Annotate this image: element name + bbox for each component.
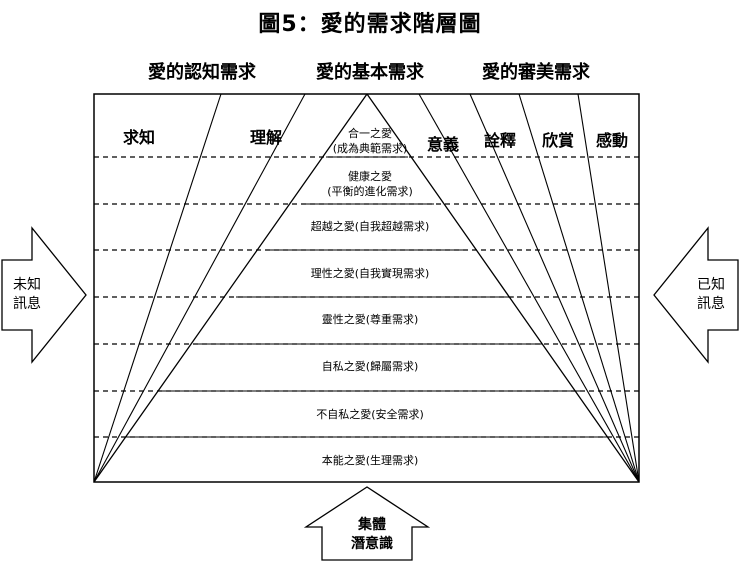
left-arrow-line1: 未知 [13, 277, 41, 293]
left-arrow-line2: 訊息 [13, 296, 41, 312]
level-2-name: 健康之愛 [348, 170, 392, 183]
fan-lines [93, 93, 640, 483]
label-cognitive-needs: 愛的認知需求 [148, 62, 256, 83]
pyramid-level-lines [124, 156, 612, 438]
level-1-name: 合一之愛 [348, 127, 392, 140]
col-label-meaning: 意義 [426, 135, 460, 154]
label-aesthetic-needs: 愛的審美需求 [482, 62, 590, 83]
pyramid-outline [93, 93, 640, 483]
up-arrow-icon [303, 486, 431, 561]
right-arrow-line1: 已知 [697, 277, 725, 293]
bottom-arrow-line2: 潛意識 [351, 536, 393, 552]
level-5-label: 靈性之愛(尊重需求) [321, 313, 419, 326]
label-basic-needs: 愛的基本需求 [316, 62, 424, 83]
level-6-label: 自私之愛(歸屬需求) [321, 360, 419, 373]
diagram-title: 圖5：愛的需求階層圖 [258, 12, 482, 37]
left-arrow-icon [1, 226, 87, 364]
level-8-label: 本能之愛(生理需求) [321, 454, 419, 467]
col-label-interpretation: 詮釋 [483, 131, 517, 150]
level-1-label: 合一之愛 (成為典範需求) [230, 126, 510, 156]
right-arrow-icon [653, 226, 739, 364]
col-label-appreciation: 欣賞 [541, 131, 575, 150]
level-1-need: (成為典範需求) [332, 142, 408, 155]
level-7-label: 不自私之愛(安全需求) [316, 408, 424, 421]
level-3-label: 超越之愛(自我超越需求) [310, 220, 430, 233]
level-4-label: 理性之愛(自我實現需求) [310, 267, 430, 280]
right-arrow-line2: 訊息 [697, 296, 725, 312]
right-arrow-text: 已知 訊息 [688, 276, 734, 314]
col-label-touched: 感動 [595, 131, 629, 150]
bottom-arrow-text: 集體 潛意識 [322, 516, 422, 554]
col-label-seek-knowledge: 求知 [122, 128, 156, 147]
level-2-label: 健康之愛 (平衡的進化需求) [230, 169, 510, 199]
bottom-arrow-line1: 集體 [358, 517, 386, 533]
col-label-understanding: 理解 [249, 128, 283, 147]
level-2-need: (平衡的進化需求) [327, 185, 413, 198]
left-arrow-text: 未知 訊息 [4, 276, 50, 314]
